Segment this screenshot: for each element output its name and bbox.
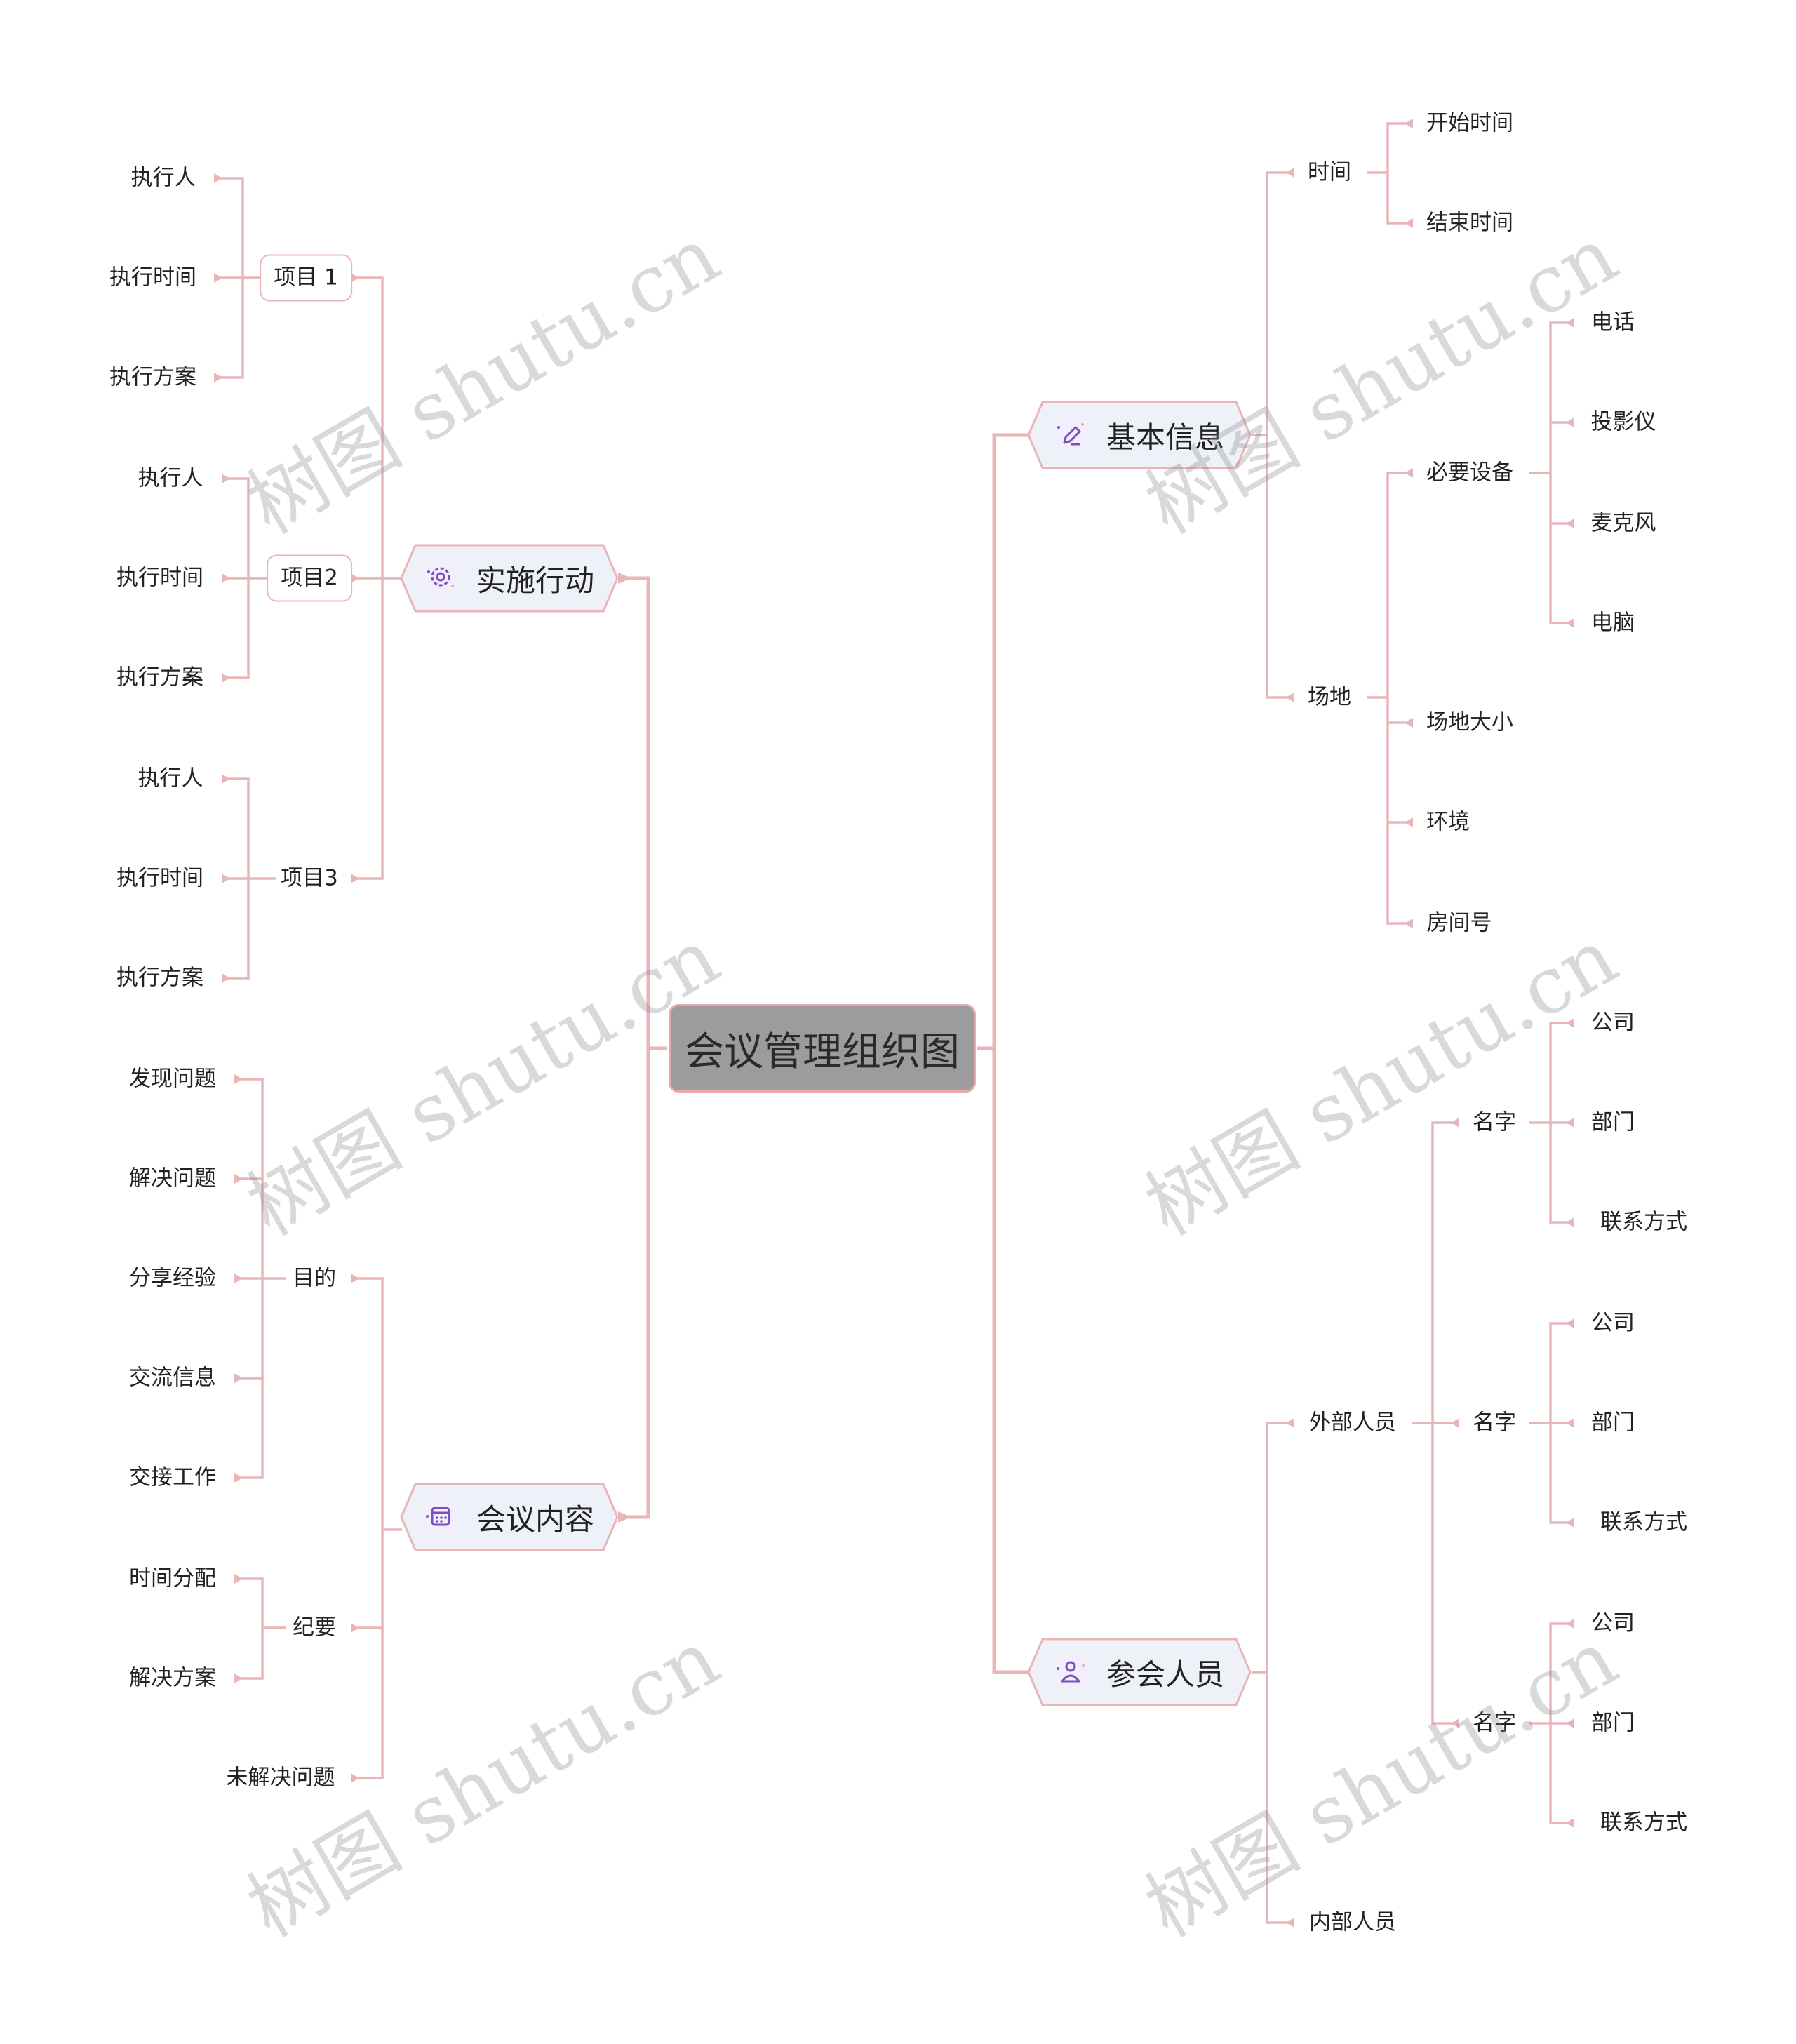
topic-bg-action — [400, 544, 619, 613]
leaf-node[interactable]: 执行人 — [138, 766, 203, 791]
leaf-node[interactable]: 解决方案 — [129, 1665, 216, 1691]
topic-basic-label: 基本信息 — [1106, 420, 1225, 455]
leaf-node[interactable]: 执行方案 — [116, 965, 203, 991]
project-node[interactable]: 项目 1 — [260, 254, 352, 302]
leaf-node[interactable]: 公司 — [1591, 1310, 1635, 1336]
root-topic[interactable]: 会议管理组织图 — [669, 1004, 976, 1093]
leaf-node[interactable]: 解决问题 — [129, 1165, 216, 1191]
gear-icon — [420, 558, 461, 599]
project-node[interactable]: 项目2 — [267, 554, 352, 602]
leaf-node[interactable]: 分享经验 — [129, 1265, 216, 1291]
leaf-node[interactable]: 发现问题 — [129, 1066, 216, 1092]
leaf-node[interactable]: 执行方案 — [109, 364, 196, 390]
project-node[interactable]: 项目3 — [281, 865, 338, 891]
leaf-node[interactable]: 时间分配 — [129, 1565, 216, 1591]
pencil-icon — [1050, 415, 1091, 455]
connector-root-left — [618, 576, 667, 1519]
time-node[interactable]: 时间 — [1308, 159, 1351, 185]
leaf-node[interactable]: 公司 — [1591, 1610, 1635, 1636]
leaf-node[interactable]: 联系方式 — [1600, 1209, 1687, 1235]
leaf-node[interactable]: 执行人 — [130, 165, 196, 191]
topic-bg-attendees — [1027, 1638, 1252, 1706]
leaf-node[interactable]: 执行时间 — [116, 865, 203, 891]
leaf-node[interactable]: 部门 — [1591, 1710, 1635, 1736]
topic-attendees-label: 参会人员 — [1106, 1657, 1225, 1692]
leaf-node[interactable]: 电脑 — [1591, 610, 1635, 636]
leaf-node[interactable]: 部门 — [1591, 1410, 1635, 1436]
topic-bg-basic — [1027, 401, 1252, 469]
leaf-node[interactable]: 房间号 — [1426, 910, 1492, 936]
calendar-icon — [420, 1497, 461, 1537]
root-label: 会议管理组织图 — [685, 1029, 960, 1075]
leaf-node[interactable]: 联系方式 — [1600, 1810, 1687, 1836]
leaf-node[interactable]: 交流信息 — [129, 1365, 216, 1391]
unresolved-node[interactable]: 未解决问题 — [226, 1765, 335, 1791]
leaf-node[interactable]: 执行方案 — [116, 664, 203, 690]
connector-root-right — [977, 433, 1031, 1674]
leaf-node[interactable]: 结束时间 — [1426, 210, 1513, 236]
external-node[interactable]: 外部人员 — [1309, 1410, 1396, 1436]
leaf-node[interactable]: 部门 — [1591, 1109, 1635, 1135]
topic-action-label: 实施行动 — [476, 563, 595, 598]
leaf-node[interactable]: 执行人 — [138, 465, 203, 491]
leaf-node[interactable]: 麦克风 — [1590, 510, 1656, 536]
leaf-node[interactable]: 交接工作 — [129, 1464, 216, 1490]
leaf-node[interactable]: 电话 — [1591, 309, 1635, 335]
leaf-node[interactable]: 联系方式 — [1600, 1509, 1687, 1535]
purpose-node[interactable]: 目的 — [293, 1265, 336, 1291]
leaf-node[interactable]: 执行时间 — [116, 565, 203, 591]
topic-action[interactable]: 实施行动 — [399, 545, 619, 611]
leaf-node[interactable]: 投影仪 — [1590, 409, 1656, 435]
leaf-node[interactable]: 公司 — [1591, 1010, 1635, 1036]
person-icon — [1050, 1652, 1091, 1692]
topic-attendees[interactable]: 参会人员 — [1029, 1639, 1249, 1705]
topic-content[interactable]: 会议内容 — [399, 1484, 619, 1550]
topic-bg-content — [400, 1483, 619, 1551]
internal-node[interactable]: 内部人员 — [1309, 1909, 1396, 1935]
leaf-node[interactable]: 场地大小 — [1426, 709, 1513, 735]
leaf-node[interactable]: 开始时间 — [1426, 110, 1513, 136]
equipment-node[interactable]: 必要设备 — [1426, 460, 1513, 486]
name-node[interactable]: 名字 — [1473, 1710, 1516, 1736]
leaf-node[interactable]: 环境 — [1426, 809, 1470, 835]
name-node[interactable]: 名字 — [1473, 1109, 1516, 1135]
topic-basic[interactable]: 基本信息 — [1029, 402, 1249, 468]
name-node[interactable]: 名字 — [1473, 1410, 1516, 1436]
leaf-node[interactable]: 执行时间 — [109, 265, 196, 290]
topic-content-label: 会议内容 — [476, 1502, 595, 1537]
summary-node[interactable]: 纪要 — [293, 1615, 336, 1641]
venue-node[interactable]: 场地 — [1308, 684, 1351, 710]
